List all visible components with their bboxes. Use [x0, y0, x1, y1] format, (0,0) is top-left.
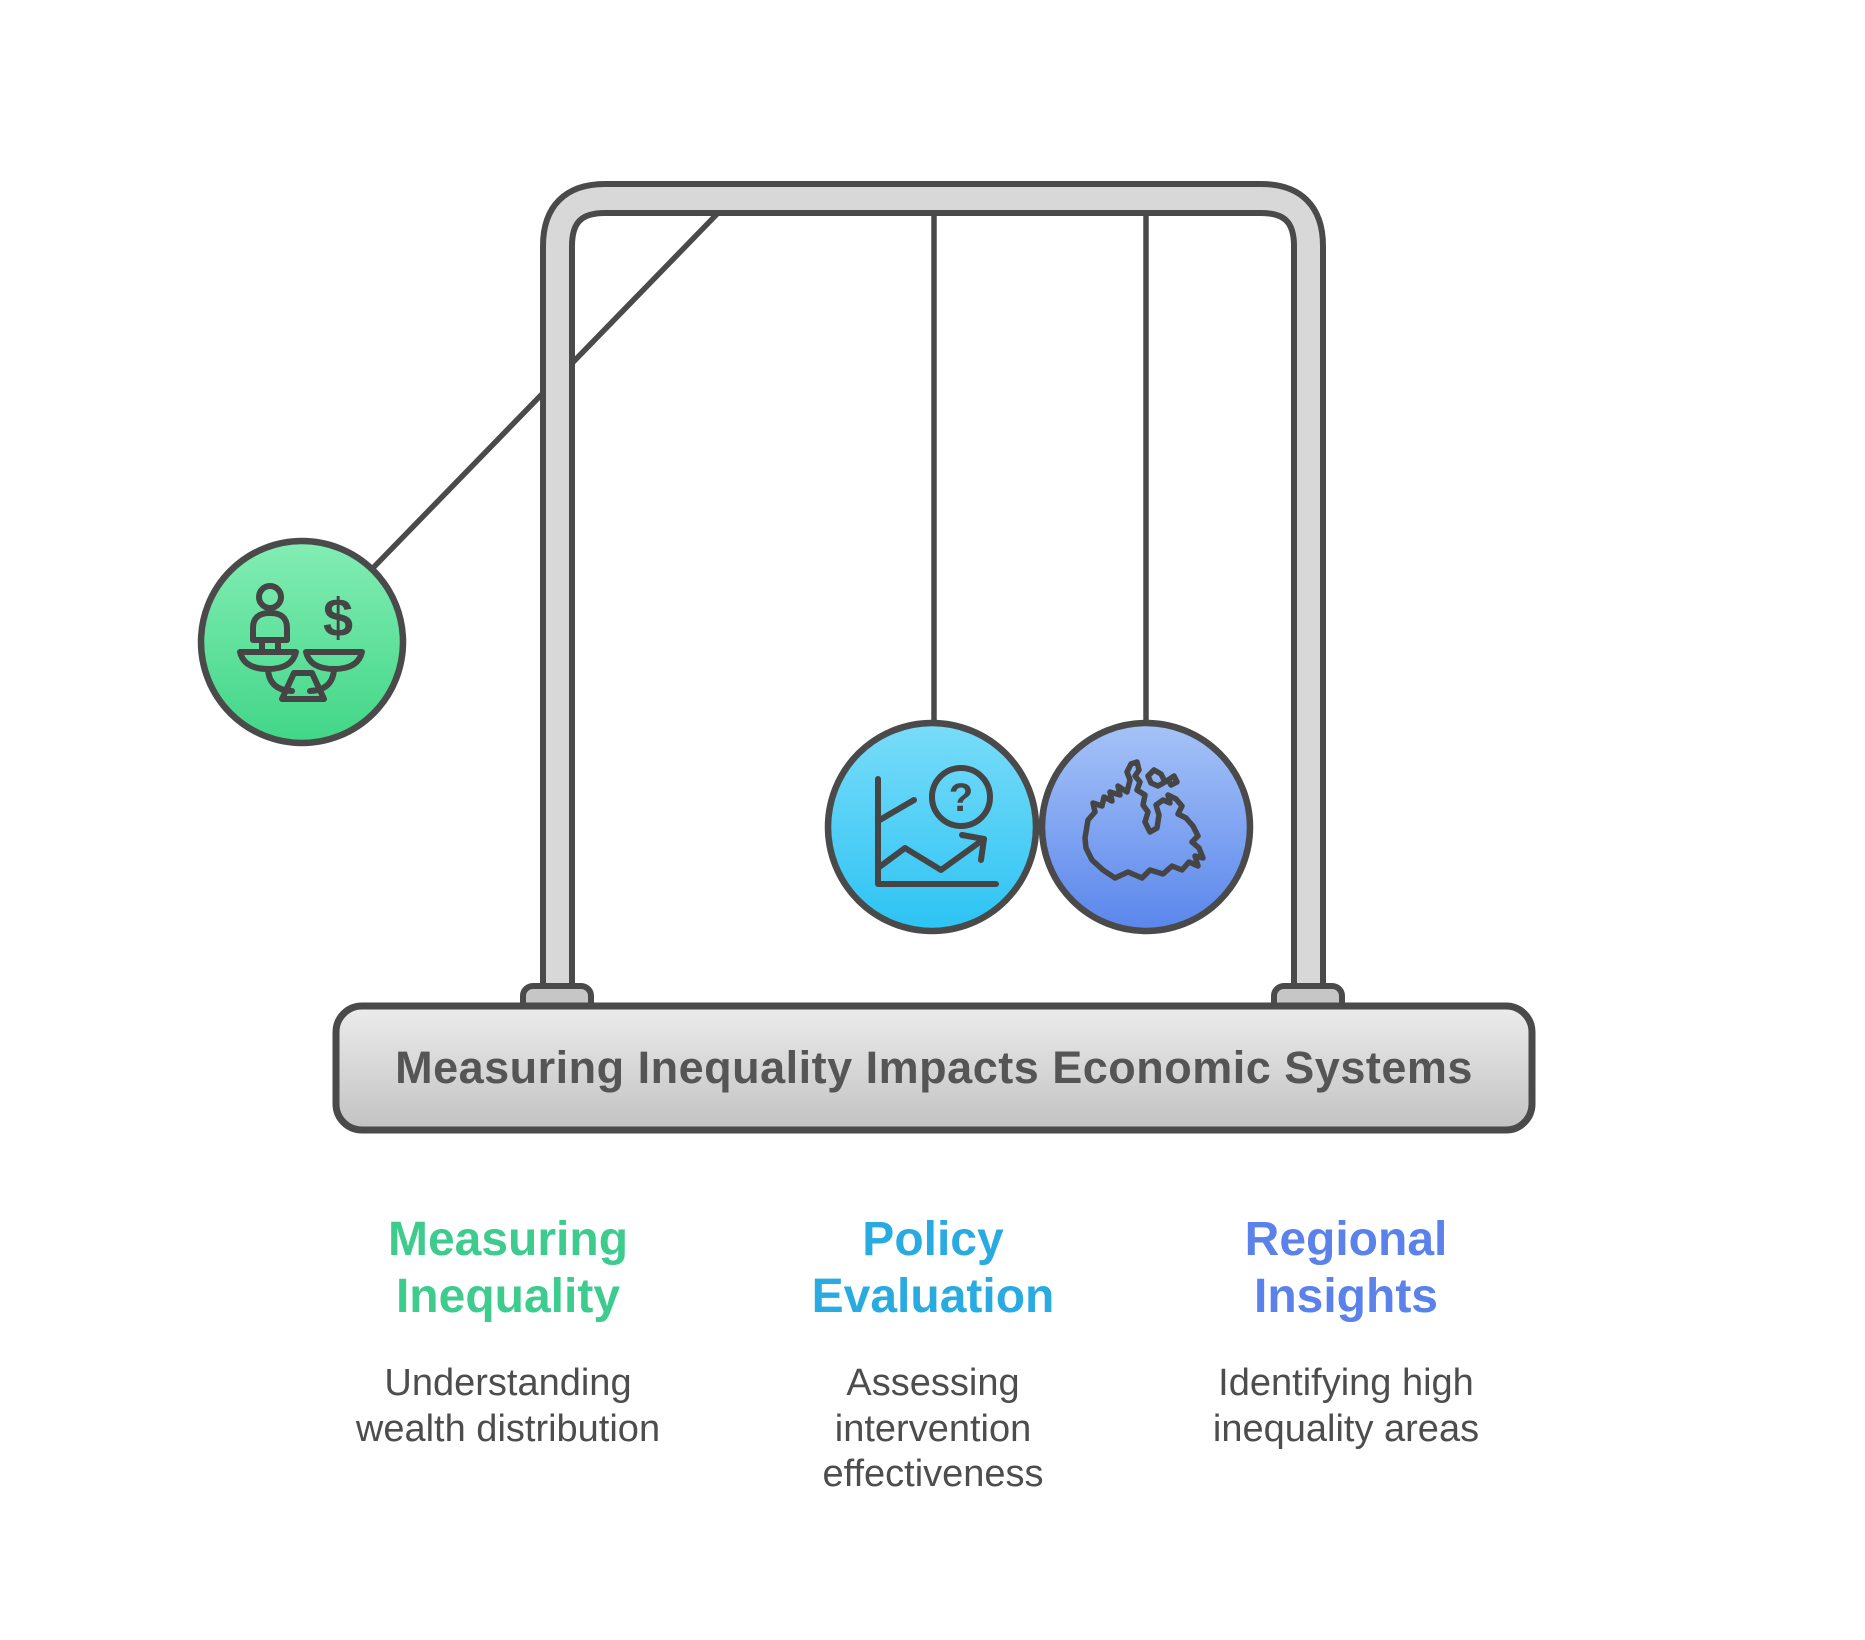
column-regional-insights: Regional Insights Identifying high inequ… [1176, 1212, 1516, 1452]
dollar-sign-glyph: $ [323, 588, 353, 648]
column-policy-evaluation: Policy Evaluation Assessing intervention… [763, 1212, 1103, 1498]
base-title: Measuring Inequality Impacts Economic Sy… [395, 1042, 1473, 1093]
column-title-policy-evaluation: Policy Evaluation [811, 1213, 1055, 1323]
column-desc-regional-insights: Identifying high inequality areas [1212, 1362, 1480, 1450]
column-measuring-inequality: Measuring Inequality Understanding wealt… [338, 1212, 678, 1452]
question-mark-glyph: ? [949, 776, 973, 820]
canada-map-icon [1082, 759, 1206, 881]
ball-measuring-inequality: $ [197, 537, 407, 747]
ball-regional-insights [1038, 719, 1254, 935]
column-title-measuring-inequality: Measuring Inequality [387, 1213, 629, 1323]
ball-policy-evaluation: ? [824, 719, 1040, 935]
column-title-regional-insights: Regional Insights [1244, 1213, 1448, 1323]
chart-trend-question-icon [875, 765, 999, 887]
balance-scale-person-dollar-icon [237, 583, 365, 702]
cradle-base-plate [332, 1002, 1536, 1134]
cradle-frame [540, 181, 1326, 992]
column-desc-measuring-inequality: Understanding wealth distribution [355, 1362, 661, 1450]
column-desc-policy-evaluation: Assessing intervention effectiveness [822, 1362, 1044, 1496]
